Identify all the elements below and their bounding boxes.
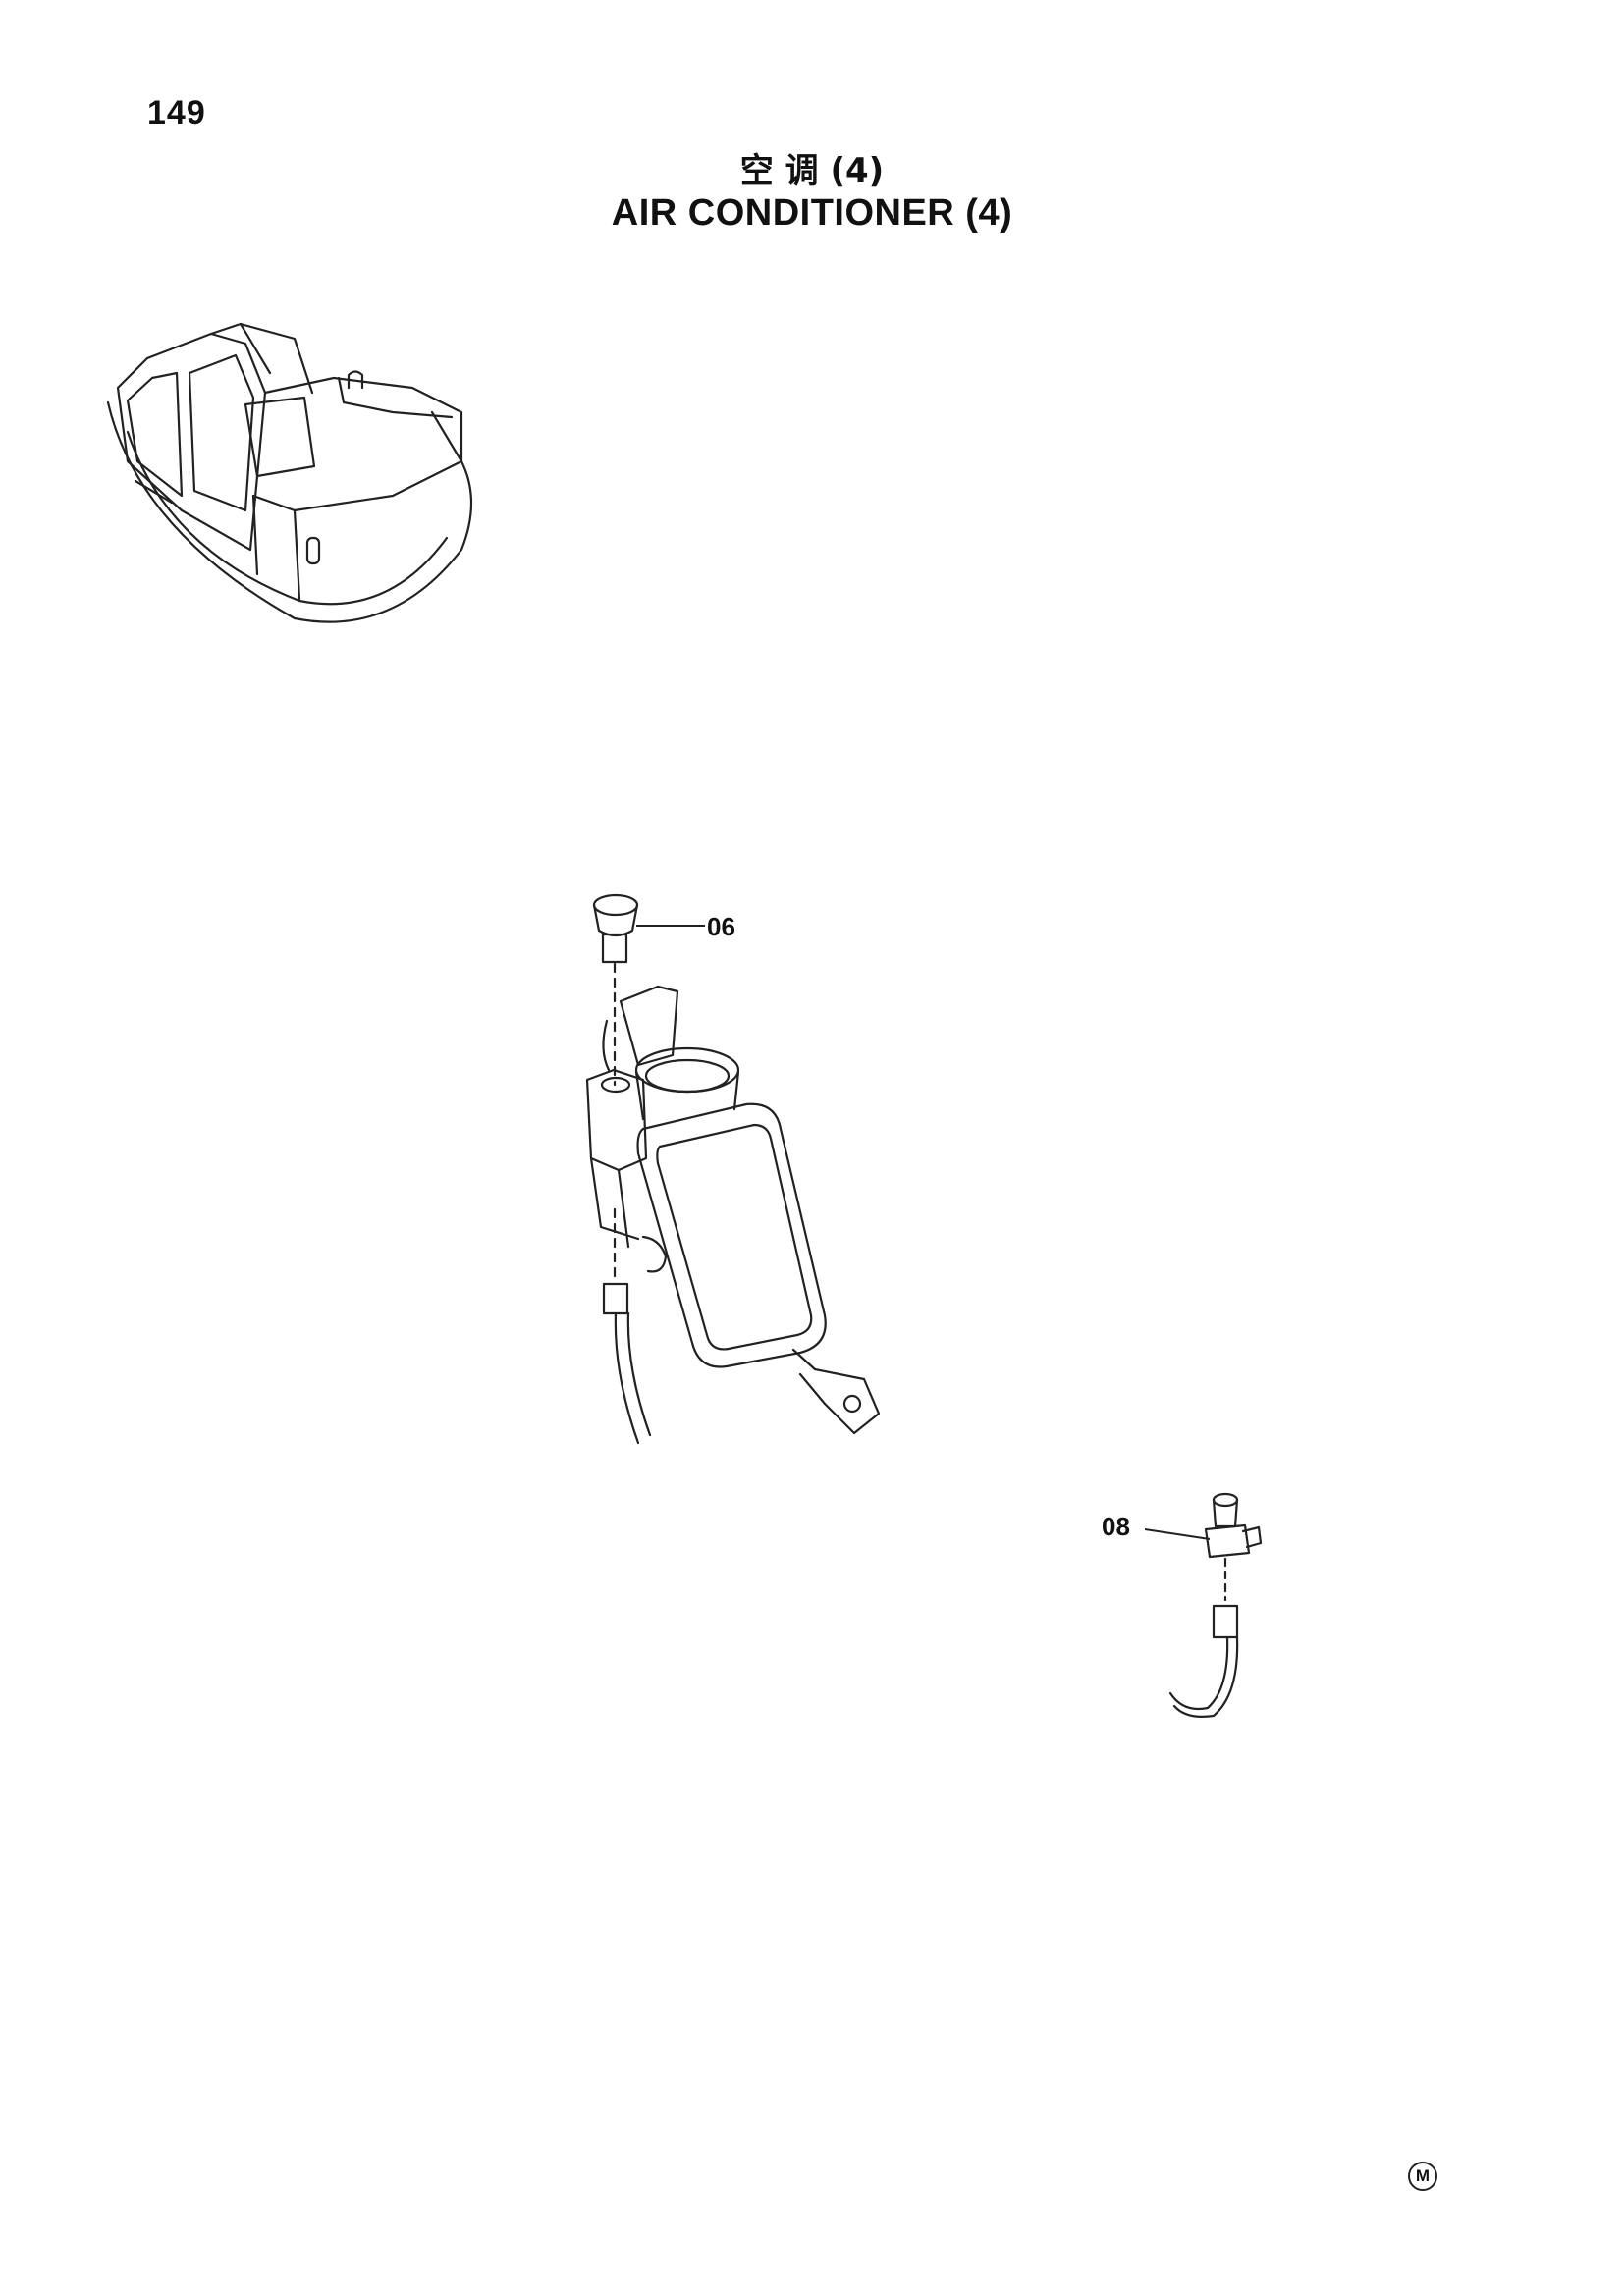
callout-leader-08 — [1144, 1528, 1211, 1540]
page-title-en: AIR CONDITIONER (4) — [611, 192, 1013, 234]
marker-symbol: M — [1408, 2162, 1437, 2191]
excavator-overview-illustration — [106, 322, 473, 623]
callout-label-06: 06 — [707, 912, 735, 941]
page-title-cn: 空 调 (4) — [739, 151, 885, 190]
sensor-part-illustration — [1168, 1492, 1263, 1718]
callout-label-08: 08 — [1102, 1512, 1130, 1541]
ac-assembly-illustration — [585, 893, 881, 1445]
page-number: 149 — [147, 94, 206, 132]
